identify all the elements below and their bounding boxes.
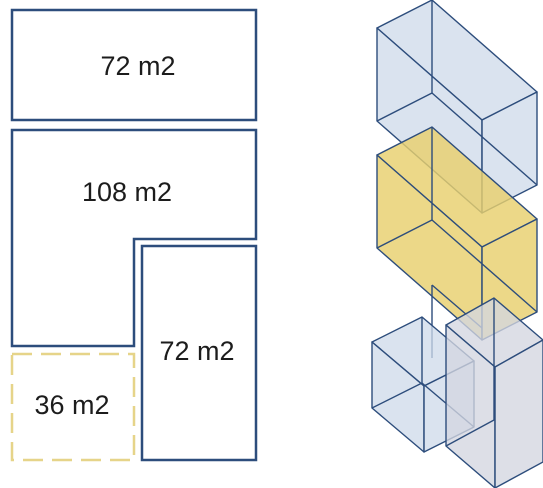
room-label-small: 36 m2	[34, 390, 109, 420]
floor-plan	[10, 8, 258, 462]
room-label-right: 72 m2	[159, 336, 234, 366]
room-label-top: 72 m2	[100, 51, 175, 81]
iso-box-top	[376, 0, 538, 214]
room-outline-small	[10, 352, 136, 462]
room-outline-l	[10, 128, 258, 348]
room-outline-right	[140, 244, 258, 462]
isometric-model	[371, 0, 543, 488]
room-label-l: 108 m2	[82, 177, 172, 207]
room-outline-top	[10, 8, 258, 122]
iso-box-grey	[445, 297, 543, 488]
